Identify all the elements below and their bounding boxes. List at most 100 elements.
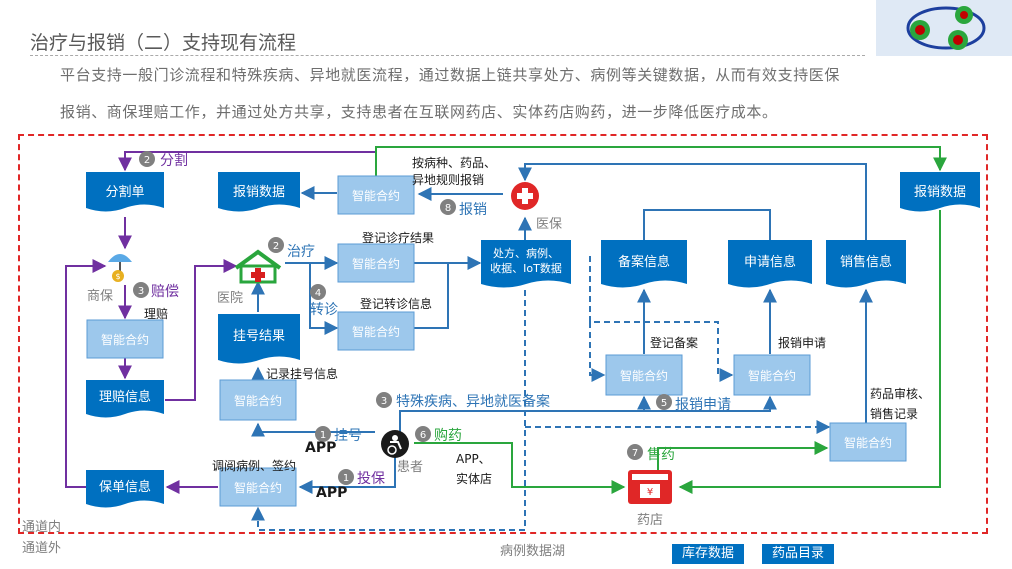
- svg-text:7: 7: [632, 448, 638, 459]
- step-badge-split: 2 分割: [139, 151, 188, 169]
- actor-insurer: 商保: [87, 289, 113, 304]
- medicare-cross-icon: [511, 182, 539, 210]
- drug-audit-line2: 销售记录: [870, 406, 918, 421]
- svg-text:分割: 分割: [160, 152, 188, 169]
- svg-text:理赔信息: 理赔信息: [99, 389, 151, 405]
- smart-contract-policy: 智能合约: [219, 467, 297, 507]
- step-badge-register: 1 挂号: [315, 426, 362, 444]
- blockchain-nodes-icon: [876, 0, 1012, 56]
- svg-text:智能合约: 智能合约: [101, 332, 149, 347]
- doc-reg-result: 挂号结果: [218, 314, 300, 364]
- svg-text:4: 4: [315, 288, 321, 299]
- svg-text:1: 1: [343, 473, 349, 484]
- svg-text:报销: 报销: [459, 202, 487, 218]
- patient-wheelchair-icon: [381, 430, 409, 458]
- svg-text:报销数据: 报销数据: [233, 185, 285, 200]
- intro-line-1: 平台支持一般门诊流程和特殊疾病、异地就医流程，通过数据上链共享处方、病例等关键数…: [60, 66, 841, 84]
- step-badge-special: 3 特殊疾病、异地就医备案: [376, 392, 550, 410]
- svg-text:智能合约: 智能合约: [620, 368, 668, 383]
- doc-rx: 处方、病例、 收据、IoT数据: [481, 240, 571, 288]
- doc-record: 备案信息: [601, 240, 687, 288]
- doc-rx-line1: 处方、病例、: [493, 246, 559, 260]
- page-title: 治疗与报销（二）支持现有流程: [30, 32, 297, 54]
- svg-text:申请信息: 申请信息: [744, 254, 796, 270]
- svg-text:¥: ¥: [647, 487, 653, 498]
- svg-text:8: 8: [445, 203, 451, 214]
- hospital-icon: [234, 249, 282, 284]
- svg-text:智能合约: 智能合约: [234, 393, 282, 408]
- reimb-rule-line1: 按病种、药品、: [412, 155, 496, 170]
- log-record-note: 登记备案: [650, 335, 698, 350]
- svg-text:智能合约: 智能合约: [844, 435, 892, 450]
- log-transfer-note: 登记转诊信息: [360, 296, 432, 311]
- svg-text:智能合约: 智能合约: [352, 256, 400, 271]
- svg-text:3: 3: [138, 286, 144, 297]
- title-rule: [30, 55, 865, 56]
- svg-text:挂号结果: 挂号结果: [233, 329, 285, 344]
- log-reg-note: 记录挂号信息: [266, 366, 338, 381]
- smart-contract-record: 智能合约: [605, 354, 683, 396]
- drug-catalog-tag: 药品目录: [762, 544, 835, 564]
- smart-contract-reimb: 智能合约: [337, 175, 415, 215]
- step-badge-treat: 2 治疗: [268, 237, 315, 260]
- svg-text:投保: 投保: [357, 471, 385, 487]
- blue-flows: [251, 163, 873, 494]
- inventory-data-tag: 库存数据: [672, 544, 745, 564]
- zone-outside: 通道外: [22, 541, 61, 556]
- svg-text:分割单: 分割单: [105, 184, 144, 200]
- doc-claim: 理赔信息: [86, 380, 164, 418]
- reimb-rule-line2: 异地规则报销: [412, 172, 484, 187]
- smart-contract-transfer: 智能合约: [337, 311, 415, 351]
- svg-text:智能合约: 智能合约: [234, 480, 282, 495]
- smart-contract-sales: 智能合约: [829, 422, 907, 462]
- claim-settle-note: 理赔: [144, 306, 168, 321]
- svg-text:转诊: 转诊: [310, 302, 338, 318]
- svg-text:销售信息: 销售信息: [840, 254, 892, 270]
- smart-contract-diagnosis: 智能合约: [337, 243, 415, 283]
- svg-text:2: 2: [144, 155, 150, 166]
- svg-text:特殊疾病、异地就医备案: 特殊疾病、异地就医备案: [396, 393, 550, 410]
- channel-boundary: [18, 134, 988, 534]
- svg-text:赔偿: 赔偿: [151, 284, 179, 300]
- pharmacy-store-icon: ¥: [628, 470, 672, 504]
- svg-text:治疗: 治疗: [287, 244, 315, 260]
- svg-text:1: 1: [320, 430, 326, 441]
- svg-text:智能合约: 智能合约: [748, 368, 796, 383]
- actor-pharmacy: 药店: [637, 513, 663, 528]
- svg-text:5: 5: [661, 398, 667, 409]
- doc-reimb-right: 报销数据: [900, 172, 980, 212]
- doc-rx-line2: 收据、IoT数据: [490, 261, 562, 275]
- actor-hospital: 医院: [217, 291, 243, 306]
- svg-text:$: $: [115, 272, 120, 281]
- doc-apply: 申请信息: [728, 240, 812, 288]
- svg-text:3: 3: [381, 396, 387, 407]
- smart-contract-claim: 智能合约: [86, 319, 164, 359]
- doc-sales: 销售信息: [826, 240, 906, 288]
- step-badge-sell: 7 售药: [627, 444, 675, 463]
- green-flows: [375, 146, 947, 494]
- svg-text:6: 6: [420, 430, 426, 441]
- step-badge-reimburse: 8 报销: [440, 199, 487, 218]
- app-store-line1: APP、: [456, 452, 491, 466]
- step-badge-insure: 1 投保: [338, 469, 385, 487]
- svg-text:挂号: 挂号: [334, 428, 362, 444]
- svg-text:购药: 购药: [434, 428, 462, 444]
- step-badge-apply: 5 报销申请: [656, 394, 731, 413]
- svg-text:保单信息: 保单信息: [99, 479, 151, 495]
- log-result-note: 登记诊疗结果: [362, 230, 434, 245]
- actor-patient: 患者: [397, 460, 423, 475]
- doc-reimb-left: 报销数据: [218, 172, 300, 212]
- step-badge-buy: 6 购药: [415, 426, 462, 444]
- step-badge-transfer: 4 转诊: [310, 284, 338, 318]
- smart-contract-registration: 智能合约: [219, 379, 297, 421]
- doc-split: 分割单: [86, 172, 164, 212]
- drug-audit-line1: 药品审核、: [870, 386, 930, 401]
- blue-dashed-flows: [251, 256, 831, 531]
- reimb-apply-note: 报销申请: [778, 335, 826, 350]
- svg-text:智能合约: 智能合约: [352, 324, 400, 339]
- app-register-note: APP: [305, 440, 336, 456]
- svg-text:2: 2: [273, 241, 279, 252]
- step-badge-compensate: 3 赔偿: [133, 282, 179, 300]
- svg-text:报销数据: 报销数据: [914, 185, 966, 200]
